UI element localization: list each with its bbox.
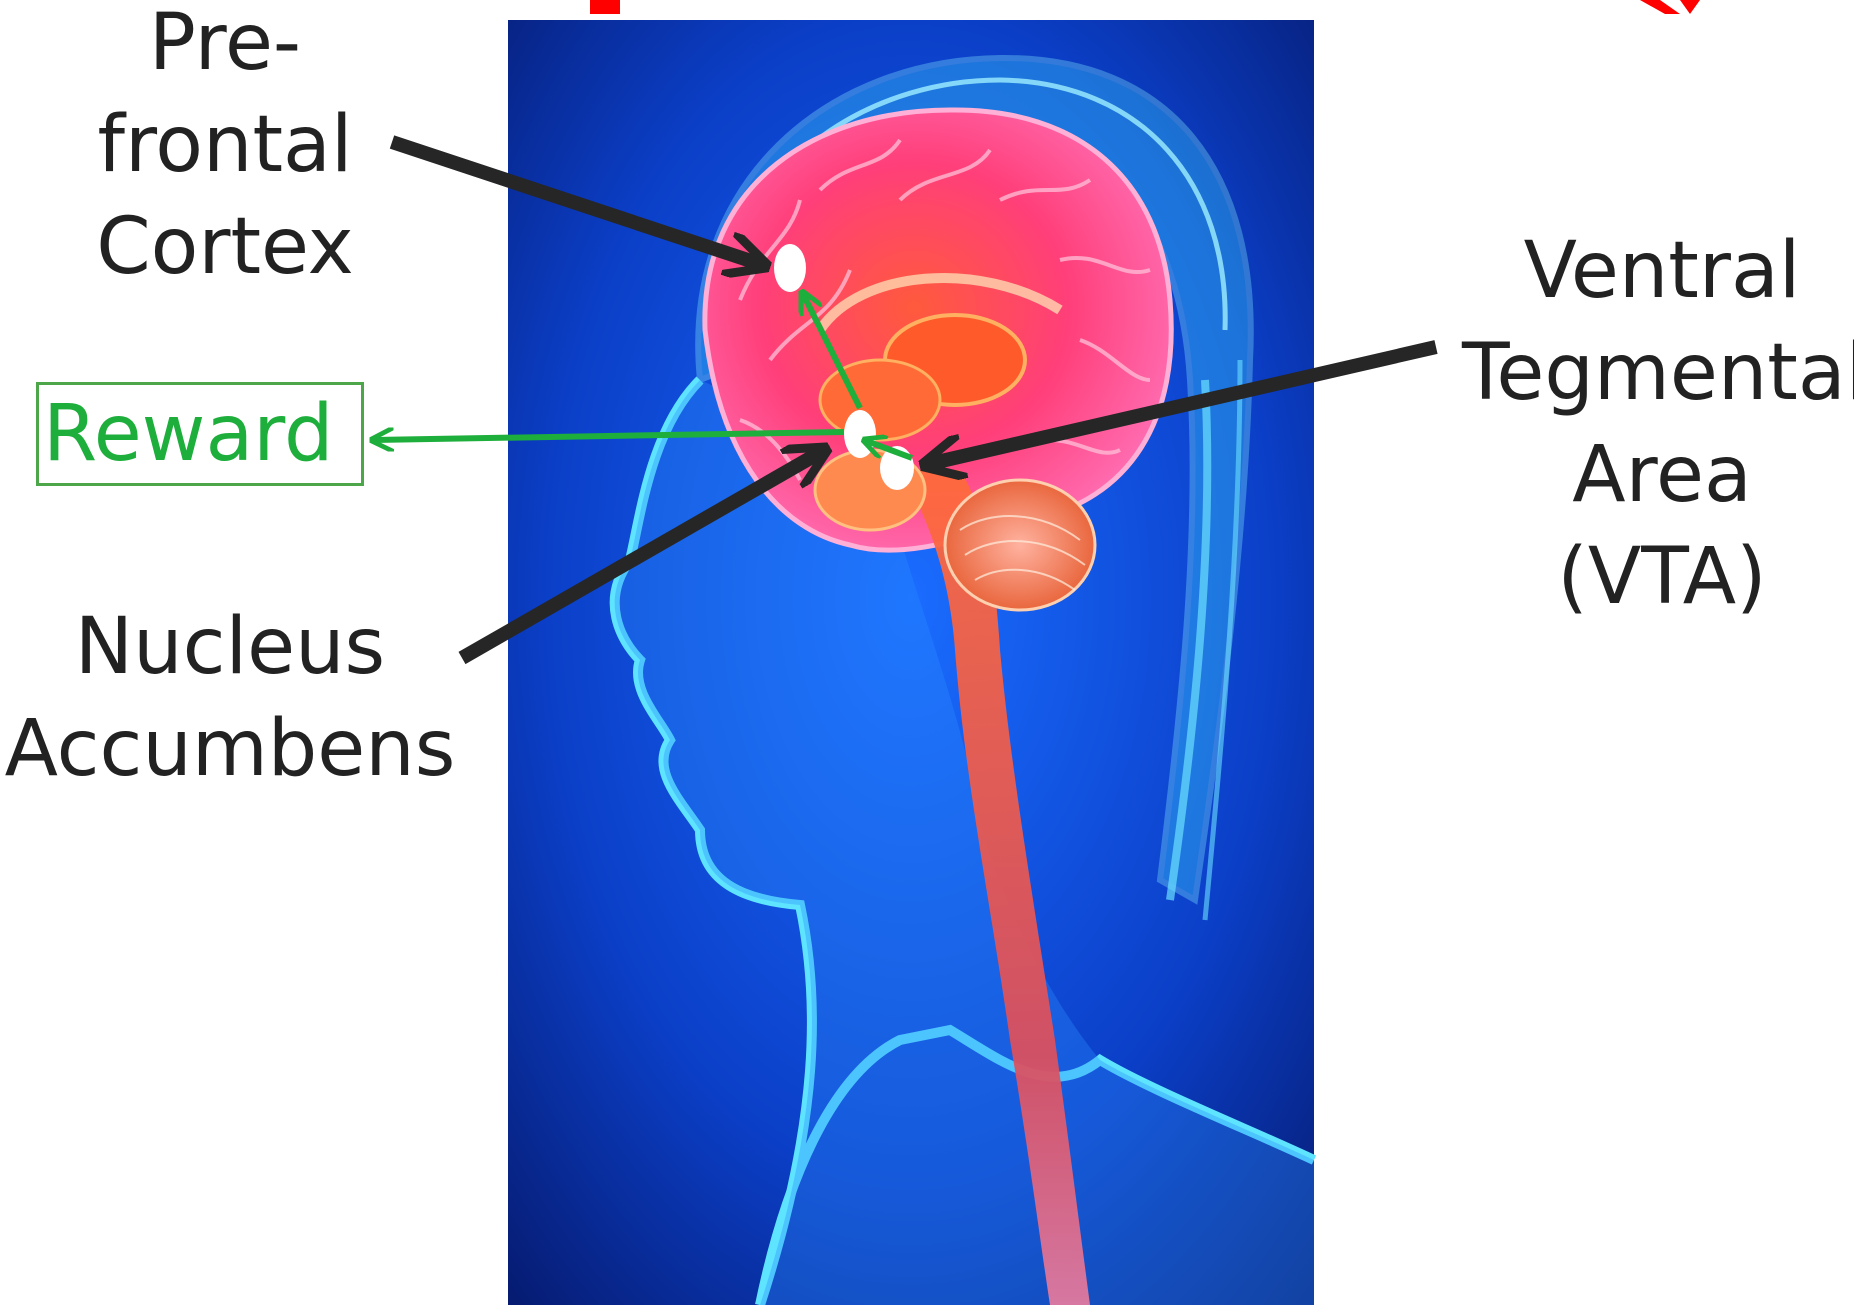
prefrontal-line-1: Pre-	[60, 0, 390, 94]
nucleus-accumbens-label: Nucleus Accumbens	[0, 596, 460, 800]
vta-label: Ventral Tegmental Area (VTA)	[1462, 220, 1854, 628]
vta-line-2: Tegmental	[1462, 322, 1854, 424]
reward-label: Reward	[43, 383, 333, 485]
reward-box: Reward	[36, 382, 364, 486]
vta-line-3: Area	[1462, 424, 1854, 526]
prefrontal-node	[774, 244, 806, 292]
prefrontal-cortex-label: Pre- frontal Cortex	[60, 0, 390, 298]
nucleus-accumbens-node	[844, 410, 876, 458]
vta-line-1: Ventral	[1462, 220, 1854, 322]
nucleus-line-2: Accumbens	[0, 698, 460, 800]
anatomy-image	[508, 20, 1314, 1305]
title-fragment	[590, 0, 1700, 14]
nucleus-line-1: Nucleus	[0, 596, 460, 698]
prefrontal-line-2: frontal	[60, 94, 390, 196]
vta-line-4: (VTA)	[1462, 526, 1854, 628]
prefrontal-line-3: Cortex	[60, 196, 390, 298]
